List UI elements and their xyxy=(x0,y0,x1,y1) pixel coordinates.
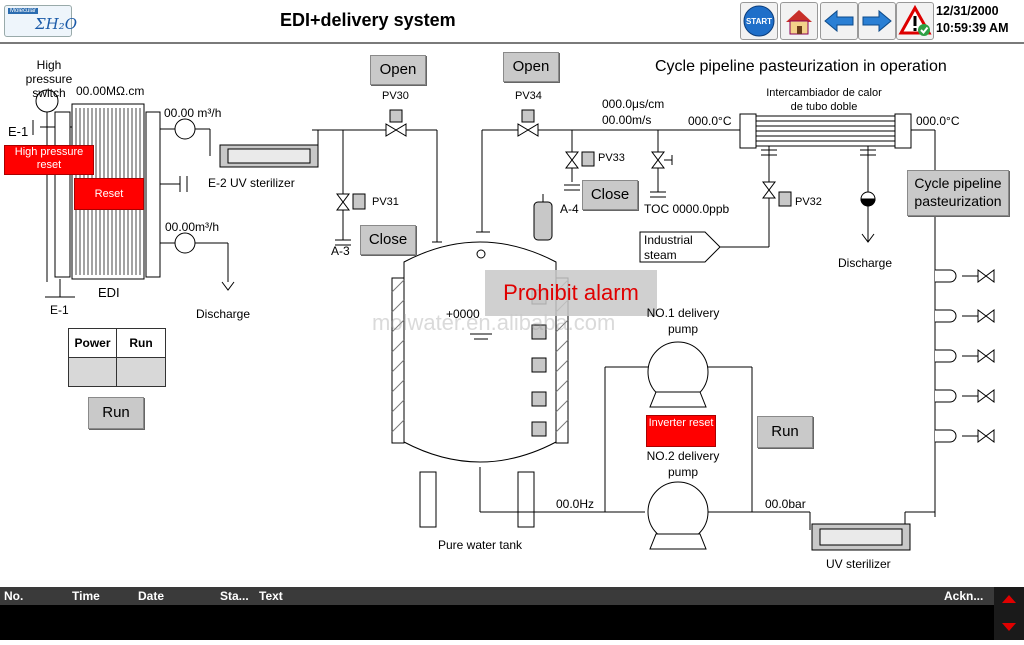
process-diagram xyxy=(32,89,995,551)
power-header: Power xyxy=(69,329,117,358)
pump2-label: NO.2 delivery pump xyxy=(646,449,720,479)
prohibit-alarm-button[interactable]: Prohibit alarm xyxy=(485,270,657,316)
home-button[interactable] xyxy=(780,2,818,40)
flow-readout-1: 00.00 m³/h xyxy=(164,106,222,120)
scroll-down-icon xyxy=(1002,623,1016,631)
cycle-pasteurization-button[interactable]: Cycle pipeline pasteurization xyxy=(907,170,1009,216)
pure-water-tank-label: Pure water tank xyxy=(438,538,523,552)
frequency-readout: 00.0Hz xyxy=(556,497,595,511)
home-icon xyxy=(786,10,812,35)
alarm-scrollbar[interactable] xyxy=(994,587,1024,640)
col-time[interactable]: Time xyxy=(72,589,100,603)
discharge-label-2: Discharge xyxy=(838,256,893,270)
e1-bottom-label: E-1 xyxy=(50,303,69,317)
uv-sterilizer-2-label: UV sterilizer xyxy=(826,557,891,571)
industrial-steam-label: Industrial steam xyxy=(644,233,693,262)
run-button-pumps[interactable]: Run xyxy=(757,416,813,448)
alarm-warning-icon xyxy=(898,4,932,36)
flow-readout-2: 00.00m³/h xyxy=(165,220,220,234)
col-status[interactable]: Sta... xyxy=(220,589,249,603)
forward-button[interactable] xyxy=(858,2,896,40)
temp-readout-1: 000.0°C xyxy=(688,114,732,128)
run-indicator xyxy=(117,358,165,386)
high-pressure-reset-button[interactable]: High pressure reset xyxy=(4,145,94,175)
pv33-label: PV33 xyxy=(598,152,625,164)
temp-readout-2: 000.0°C xyxy=(916,114,960,128)
col-date[interactable]: Date xyxy=(138,589,165,603)
col-text[interactable]: Text xyxy=(259,589,283,603)
pv34-label: PV34 xyxy=(515,90,542,102)
col-no[interactable]: No. xyxy=(4,589,24,603)
alarm-table: No. Time Date Sta... Text Ackn... xyxy=(0,587,1024,640)
power-run-table: Power Run xyxy=(68,328,166,387)
power-indicator xyxy=(69,358,117,386)
col-ack[interactable]: Ackn... xyxy=(944,589,984,603)
scroll-up-icon xyxy=(1002,595,1016,603)
toc-readout: TOC 0000.0ppb xyxy=(644,202,730,216)
forward-arrow-icon xyxy=(862,9,892,33)
date-display: 12/31/2000 xyxy=(936,4,999,18)
a3-label: A-3 xyxy=(331,244,350,258)
tank-level-readout: +0000 xyxy=(446,307,480,321)
close-button-pv31[interactable]: Close xyxy=(360,225,416,255)
alarm-table-body xyxy=(0,605,994,640)
start-button[interactable]: START xyxy=(740,2,778,40)
start-icon: START xyxy=(743,5,775,37)
a4-label: A-4 xyxy=(560,202,579,216)
velocity-readout: 00.00m/s xyxy=(602,113,652,127)
company-logo: Molecular ΣH₂O xyxy=(4,5,77,37)
open-button-pv34[interactable]: Open xyxy=(503,52,559,82)
run-header: Run xyxy=(117,329,165,358)
uv-sterilizer-1-label: E-2 UV sterilizer xyxy=(208,176,295,190)
time-display: 10:59:39 AM xyxy=(936,21,1009,35)
reset-button[interactable]: Reset xyxy=(74,178,144,210)
pv31-label: PV31 xyxy=(372,196,399,208)
alarm-button[interactable] xyxy=(896,2,934,40)
resistivity-readout: 00.00MΩ.cm xyxy=(76,84,145,98)
back-button[interactable] xyxy=(820,2,858,40)
e1-top-label: E-1 xyxy=(8,124,29,139)
conductivity-readout: 000.0μs/cm xyxy=(602,97,665,111)
pv32-label: PV32 xyxy=(795,196,822,208)
back-arrow-icon xyxy=(824,9,854,33)
discharge-label-1: Discharge xyxy=(196,307,251,321)
cycle-status-text: Cycle pipeline pasteurization in operati… xyxy=(655,58,947,75)
run-button-left[interactable]: Run xyxy=(88,397,144,429)
inverter-reset-button[interactable]: Inverter reset xyxy=(646,415,716,447)
close-button-pv33[interactable]: Close xyxy=(582,180,638,210)
pv30-label: PV30 xyxy=(382,90,409,102)
pump1-label: NO.1 delivery pump xyxy=(646,306,720,336)
pressure-readout: 00.0bar xyxy=(765,497,806,511)
alarm-table-header: No. Time Date Sta... Text Ackn... xyxy=(0,587,994,605)
open-button-pv30[interactable]: Open xyxy=(370,55,426,85)
heat-exchanger-label: Intercambiador de calor de tubo doble xyxy=(766,87,882,113)
svg-text:START: START xyxy=(746,17,772,26)
page-title: EDI+delivery system xyxy=(280,10,456,30)
edi-label: EDI xyxy=(98,285,120,300)
datetime: 12/31/2000 10:59:39 AM xyxy=(936,3,1009,37)
high-pressure-switch-label: High pressure switch xyxy=(25,58,73,100)
